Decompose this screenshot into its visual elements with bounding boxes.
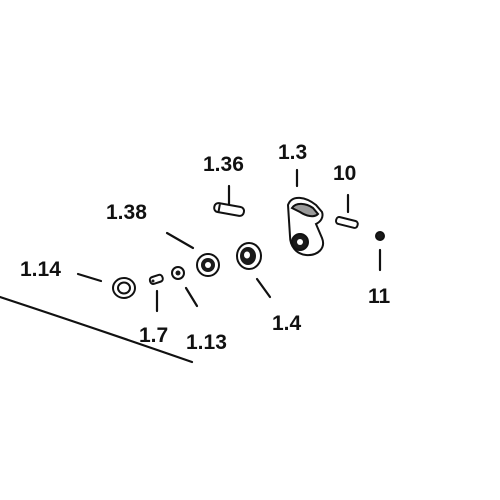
label-1-38: 1.38 (106, 201, 147, 224)
label-1-36: 1.36 (203, 153, 244, 176)
part-1-7-pin (148, 273, 164, 285)
leader-1-38 (165, 231, 195, 250)
part-1-36-pin (213, 202, 246, 217)
label-1-3: 1.3 (278, 141, 307, 164)
label-1-4: 1.4 (272, 312, 302, 335)
part-1-38-washer (196, 253, 220, 277)
label-1-14: 1.14 (20, 258, 61, 281)
label-1-13: 1.13 (186, 331, 227, 354)
part-1-3-bracket (286, 196, 324, 257)
base-edge-line (0, 295, 194, 364)
part-1-13-ring (171, 266, 185, 280)
part-10-pin (334, 216, 359, 229)
leader-1-4 (255, 277, 272, 299)
label-11: 11 (368, 285, 391, 308)
part-1-4-bearing (236, 242, 262, 270)
leader-1-13 (184, 286, 199, 308)
label-10: 10 (333, 162, 356, 185)
part-11-ball (375, 231, 385, 241)
leader-1-14 (76, 272, 103, 283)
label-1-7: 1.7 (139, 324, 168, 347)
part-1-14-washer (112, 277, 136, 299)
